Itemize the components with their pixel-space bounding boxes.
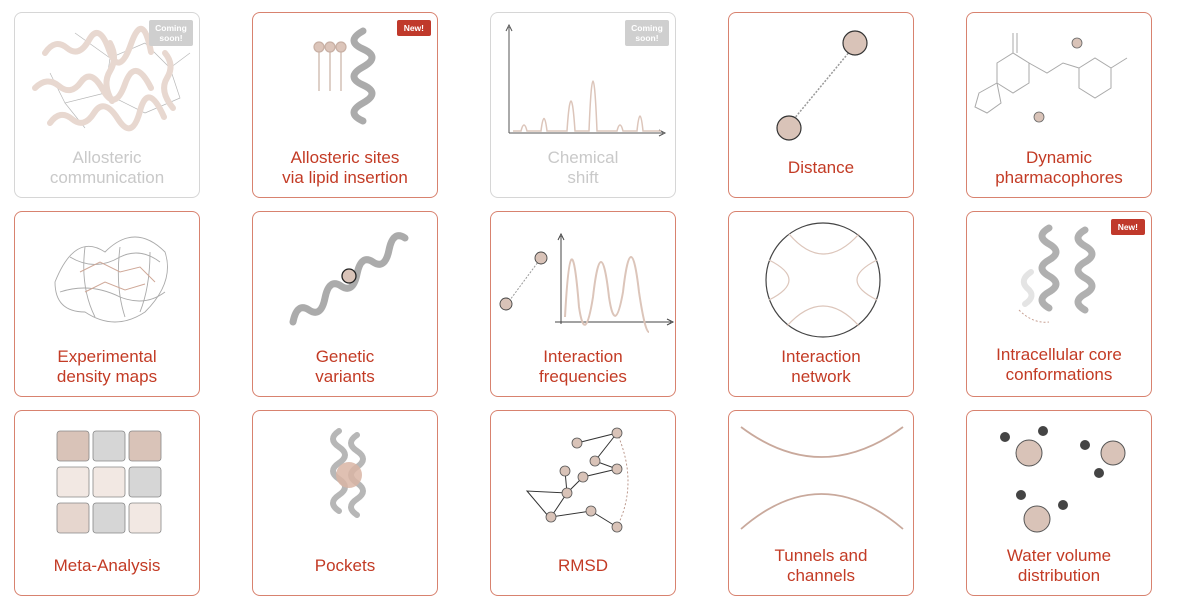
new-badge: New! — [396, 20, 431, 36]
card-distance[interactable]: Distance — [728, 12, 914, 198]
card-interaction-frequencies[interactable]: Interaction frequencies — [490, 211, 676, 397]
frequency-plot-icon — [499, 232, 675, 333]
card-label-line2: density maps — [56, 367, 158, 386]
card-label-line2: frequencies — [539, 367, 627, 386]
card-label: Dynamic pharmacophores — [971, 148, 1147, 188]
card-label-line2: network — [791, 367, 851, 386]
card-label-line1: Genetic — [315, 347, 375, 366]
flareplot-icon — [765, 222, 881, 338]
card-meta-analysis[interactable]: Meta-Analysis — [14, 410, 200, 596]
tunnel-icon — [740, 426, 904, 530]
card-label-line1: Interaction — [781, 347, 861, 366]
spectrum-icon — [505, 23, 667, 137]
card-label-line2: via lipid insertion — [282, 168, 408, 187]
card-pockets[interactable]: Pockets — [252, 410, 438, 596]
card-label-line1: Allosteric — [72, 148, 142, 167]
card-label: Chemical shift — [495, 148, 671, 188]
card-chemical-shift: Coming soon! Chemical shift — [490, 12, 676, 198]
card-label-line1: Intracellular core — [996, 345, 1122, 364]
new-badge: New! — [1110, 219, 1145, 235]
card-label: Interaction network — [733, 347, 909, 387]
helix-conformations-icon — [1018, 224, 1096, 323]
card-allosteric-sites-lipid[interactable]: New! Allosteric sites via lipid insertio… — [252, 12, 438, 198]
card-label-line1: Dynamic — [1025, 148, 1093, 167]
card-label: Experimental density maps — [19, 347, 195, 387]
card-label: Pockets — [257, 556, 433, 576]
card-label-line1: Chemical — [547, 148, 619, 167]
card-label: Water volume distribution — [971, 546, 1147, 586]
card-label-line2: distribution — [1017, 566, 1101, 585]
pocket-helix-icon — [330, 428, 366, 518]
card-label: Genetic variants — [257, 347, 433, 387]
card-label: Interaction frequencies — [495, 347, 671, 387]
card-label-line2: conformations — [1005, 365, 1113, 384]
card-label: Tunnels and channels — [733, 546, 909, 586]
card-label-line1: Distance — [787, 158, 855, 177]
card-experimental-density-maps[interactable]: Experimental density maps — [14, 211, 200, 397]
distance-icon — [776, 30, 868, 141]
card-label: RMSD — [495, 556, 671, 576]
card-label-line1: Tunnels and — [774, 546, 868, 565]
card-label: Allosteric sites via lipid insertion — [257, 148, 433, 188]
card-label-line1: Meta-Analysis — [53, 556, 161, 575]
helix-variant-icon — [289, 232, 409, 326]
card-label: Meta-Analysis — [19, 556, 195, 576]
card-water-volume-distribution[interactable]: Water volume distribution — [966, 410, 1152, 596]
heatmap-grid-icon — [56, 430, 162, 534]
lipid-helix-icon — [313, 27, 376, 125]
card-label-line2: communication — [49, 168, 165, 187]
coming-soon-badge: Coming soon! — [625, 20, 669, 46]
card-tunnels-and-channels[interactable]: Tunnels and channels — [728, 410, 914, 596]
water-molecules-icon — [1000, 426, 1126, 533]
allosteric-network-icon — [32, 26, 191, 132]
card-label-line2: shift — [567, 168, 599, 187]
card-label-line2: variants — [315, 367, 375, 386]
card-intracellular-core-conformations[interactable]: New! Intracellular core conformations — [966, 211, 1152, 397]
card-label-line1: Water volume — [1006, 546, 1112, 565]
card-allosteric-communication: Coming soon! Allosteric communication — [14, 12, 200, 198]
coming-soon-badge: Coming soon! — [149, 20, 193, 46]
card-dynamic-pharmacophores[interactable]: Dynamic pharmacophores — [966, 12, 1152, 198]
card-label: Distance — [733, 158, 909, 178]
card-genetic-variants[interactable]: Genetic variants — [252, 211, 438, 397]
card-rmsd[interactable]: RMSD — [490, 410, 676, 596]
card-label-line1: RMSD — [557, 556, 609, 575]
card-label-line1: Allosteric sites — [290, 148, 400, 167]
rmsd-trace-icon — [525, 427, 629, 533]
card-label: Allosteric communication — [19, 148, 195, 188]
card-label-line2: pharmacophores — [995, 168, 1123, 187]
card-label-line1: Pockets — [314, 556, 376, 575]
molecule-icon — [974, 33, 1128, 123]
card-label-line1: Experimental — [57, 347, 157, 366]
density-mesh-icon — [54, 236, 168, 323]
card-interaction-network[interactable]: Interaction network — [728, 211, 914, 397]
card-label: Intracellular core conformations — [971, 345, 1147, 385]
card-label-line1: Interaction — [543, 347, 623, 366]
card-label-line2: channels — [786, 566, 856, 585]
